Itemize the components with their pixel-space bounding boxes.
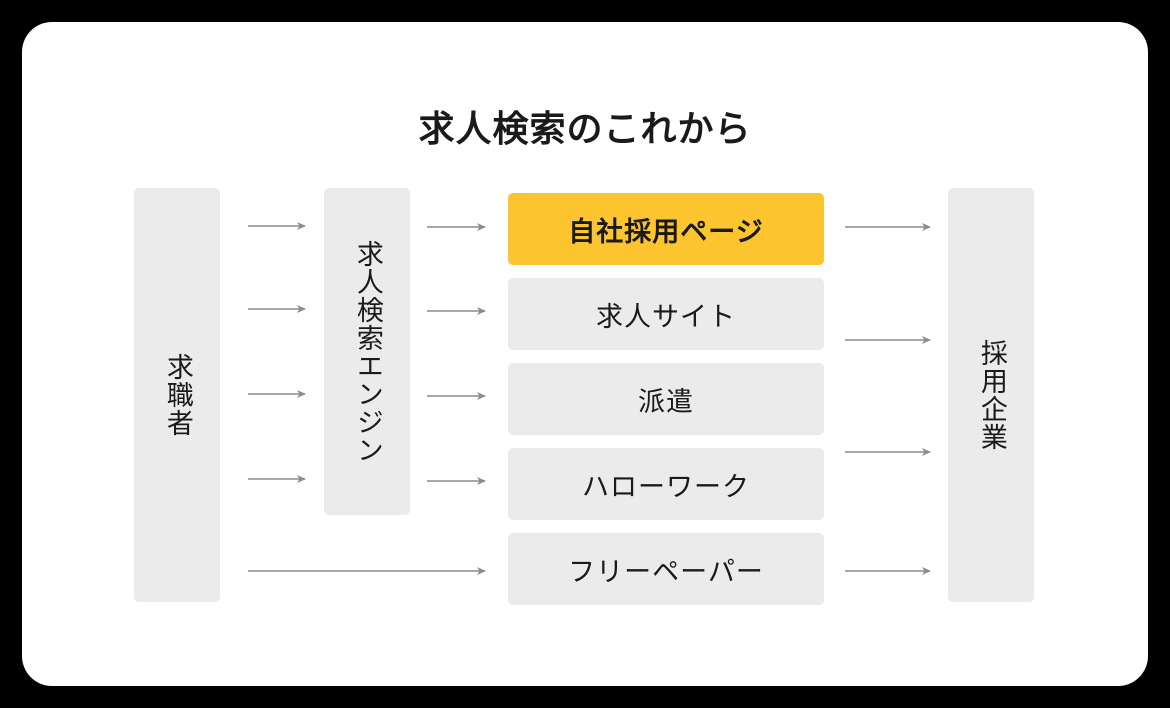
column-hiring-company-label: 採用企業 xyxy=(976,339,1007,451)
arrows-layer xyxy=(248,222,931,575)
channel-label-hello-work: ハローワーク xyxy=(582,471,750,502)
channel-box-own-recruiting-page[interactable]: 自社採用ページ xyxy=(508,193,824,265)
channel-label-free-paper: フリーペーパー xyxy=(568,556,764,587)
column-search-engine: 求人検索エンジン xyxy=(324,188,410,515)
column-hiring-company: 採用企業 xyxy=(948,188,1034,602)
page-title: 求人検索のこれから xyxy=(418,108,752,149)
channel-box-dispatch[interactable]: 派遣 xyxy=(508,363,824,435)
channel-box-hello-work[interactable]: ハローワーク xyxy=(508,448,824,520)
arrow-group-seeker-to-engine xyxy=(248,222,306,483)
channel-label-job-site: 求人サイト xyxy=(596,301,736,332)
channel-box-free-paper[interactable]: フリーペーパー xyxy=(508,533,824,605)
arrow-group-channels-to-company xyxy=(845,223,931,575)
diagram-canvas: 求人検索のこれから xyxy=(22,22,1148,686)
channel-box-job-site[interactable]: 求人サイト xyxy=(508,278,824,350)
column-job-seeker: 求職者 xyxy=(134,188,220,602)
channel-label-own-recruiting-page: 自社採用ページ xyxy=(568,216,764,247)
column-search-engine-label: 求人検索エンジン xyxy=(352,239,383,464)
column-job-seeker-label: 求職者 xyxy=(162,353,193,437)
diagram-card: 求人検索のこれから xyxy=(22,22,1148,686)
arrow-group-engine-to-channels xyxy=(427,223,486,485)
channel-label-dispatch: 派遣 xyxy=(638,386,694,417)
